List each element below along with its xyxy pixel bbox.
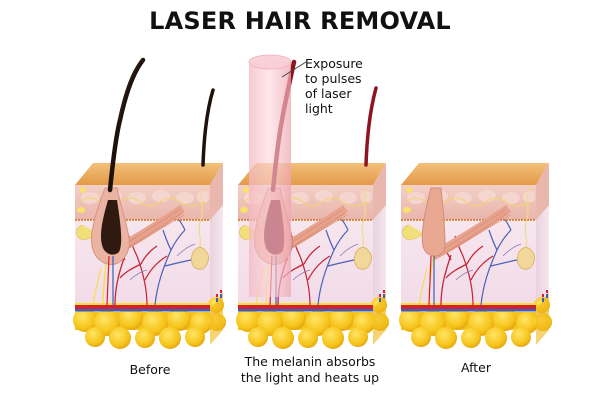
callout-line: of laser <box>305 86 352 101</box>
laser-beam <box>248 54 292 297</box>
diagram-title: LASER HAIR REMOVAL <box>149 7 451 35</box>
callout-leader-line <box>281 61 307 78</box>
callout-line: light <box>305 101 333 116</box>
panel-after <box>398 162 553 350</box>
callout-line: to pulses <box>305 71 362 86</box>
panel-before <box>72 57 227 350</box>
panel-label-during: The melanin absorbs the light and heats … <box>240 354 380 385</box>
laser-exposure-callout: Exposure to pulses of laser light <box>305 56 363 116</box>
callout-line: Exposure <box>305 56 363 71</box>
panel-label-after: After <box>460 360 492 375</box>
panel-label-before: Before <box>129 362 171 377</box>
